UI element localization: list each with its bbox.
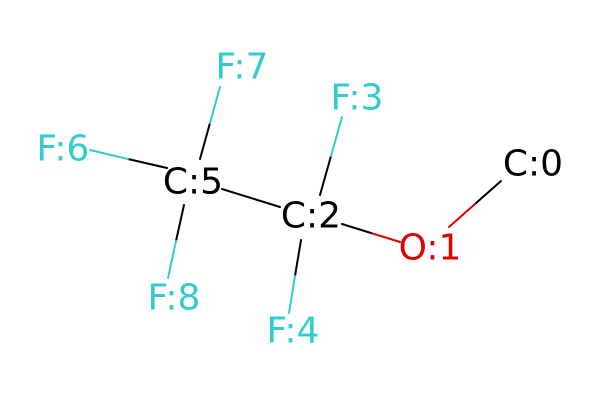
atom-label-f4: F:4 [267, 311, 320, 352]
bond-c5-f7 [199, 86, 221, 160]
atom-label-f8: F:8 [148, 278, 201, 319]
atom-label-f7: F:7 [216, 47, 269, 88]
bond-c5-f6 [89, 149, 168, 169]
bond-c5-f8 [167, 204, 185, 279]
atom-label-c0: C:0 [503, 144, 563, 185]
atom-label-f6: F:6 [37, 129, 90, 170]
bond-c0-o1 [448, 180, 502, 228]
atom-label-c2: C:2 [281, 196, 341, 237]
bond-c2-f3 [319, 116, 343, 196]
bond-c2-c5 [221, 188, 281, 208]
atom-label-c5: C:5 [163, 162, 223, 203]
atom-label-f3: F:3 [331, 78, 384, 119]
atom-label-o1: O:1 [399, 228, 462, 269]
bond-c2-f4 [288, 239, 302, 314]
bond-o1-c2 [341, 223, 401, 243]
